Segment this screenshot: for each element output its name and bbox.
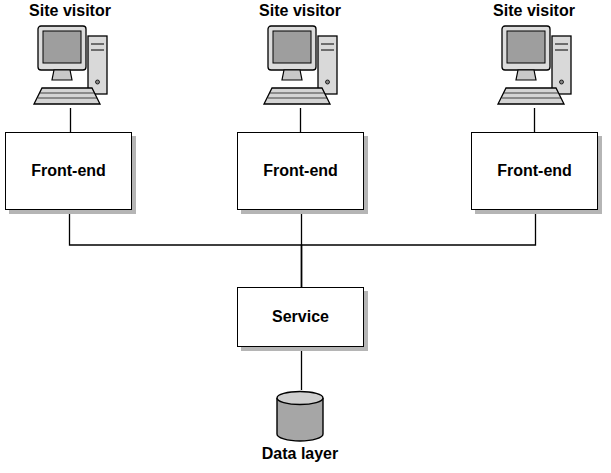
computer-icon	[493, 22, 575, 108]
box-text-holder: Front-end	[497, 162, 572, 180]
site-visitor-computer: Site visitor	[474, 2, 594, 108]
connector-line	[301, 347, 302, 390]
process-box: Front-end	[5, 132, 132, 210]
site-visitor-computer: Site visitor	[10, 2, 130, 108]
connector-line	[70, 108, 71, 132]
node-label: Front-end	[263, 162, 338, 180]
connector-line	[70, 210, 302, 287]
cylinder-icon	[275, 390, 325, 442]
connector-line	[302, 210, 536, 287]
computer-icon	[259, 22, 341, 108]
node-label: Site visitor	[493, 2, 575, 20]
connector-line	[534, 108, 535, 132]
site-visitor-computer: Site visitor	[240, 2, 360, 108]
process-box: Front-end	[237, 132, 364, 210]
box-text-holder: Service	[272, 308, 329, 326]
node-label: Service	[272, 308, 329, 326]
database-cylinder: Data layer	[245, 390, 355, 463]
process-box: Service	[237, 287, 364, 347]
connector-line	[300, 108, 301, 132]
node-label: Site visitor	[29, 2, 111, 20]
computer-icon	[29, 22, 111, 108]
process-box: Front-end	[471, 132, 598, 210]
node-label: Front-end	[497, 162, 572, 180]
box-text-holder: Front-end	[31, 162, 106, 180]
node-label: Data layer	[262, 445, 339, 463]
node-label: Site visitor	[259, 2, 341, 20]
node-label: Front-end	[31, 162, 106, 180]
box-text-holder: Front-end	[263, 162, 338, 180]
